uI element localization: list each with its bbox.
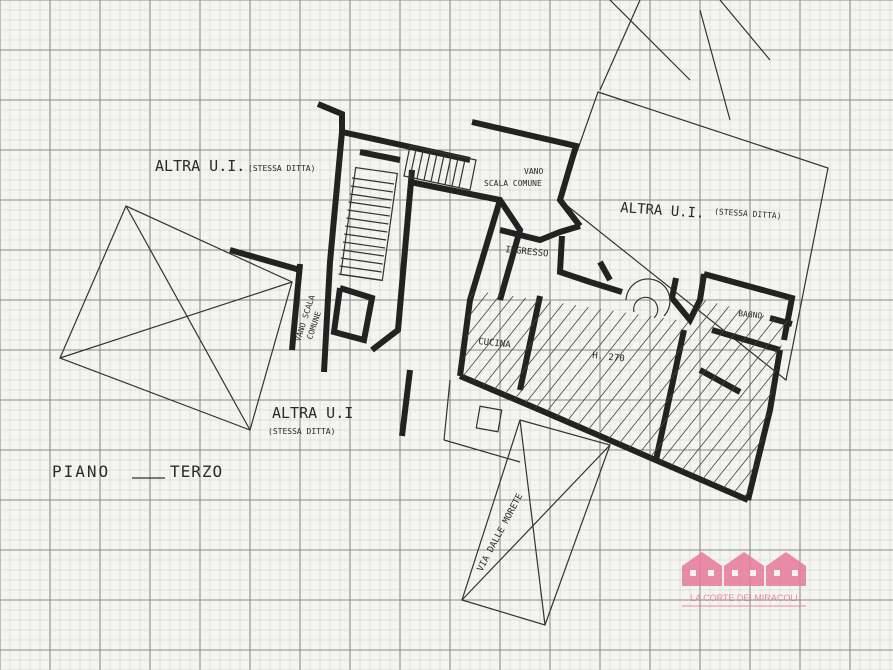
label-altra-ui-bottom: ALTRA U.I <box>272 404 353 422</box>
watermark-text: LA CORTE DEI MIRACOLI <box>690 593 798 603</box>
label-ingresso: INGRESSO <box>505 245 549 259</box>
chimney-void <box>443 379 521 463</box>
house-icon <box>682 552 806 586</box>
label-piano: PIANO <box>52 462 110 481</box>
label-altra-ui-left: ALTRA U.I. <box>155 157 245 175</box>
watermark-logo: LA CORTE DEI MIRACOLI <box>682 552 806 607</box>
label-bagno: BAGNO <box>738 309 763 320</box>
label-stessa-ditta-left: (STESSA DITTA) <box>248 164 315 173</box>
label-scala-comune-top: SCALA COMUNE <box>484 179 542 188</box>
label-terzo: TERZO <box>170 462 223 481</box>
label-stessa-ditta-bottom: (STESSA DITTA) <box>268 427 335 436</box>
label-cucina: CUCINA <box>478 337 512 350</box>
label-vano-top: VANO <box>524 167 543 176</box>
staircase <box>338 145 477 282</box>
label-altra-ui-right: ALTRA U.I. <box>620 200 705 222</box>
label-height: H. 270 <box>592 351 625 364</box>
walls <box>229 101 796 503</box>
spiral-stair <box>625 278 671 319</box>
